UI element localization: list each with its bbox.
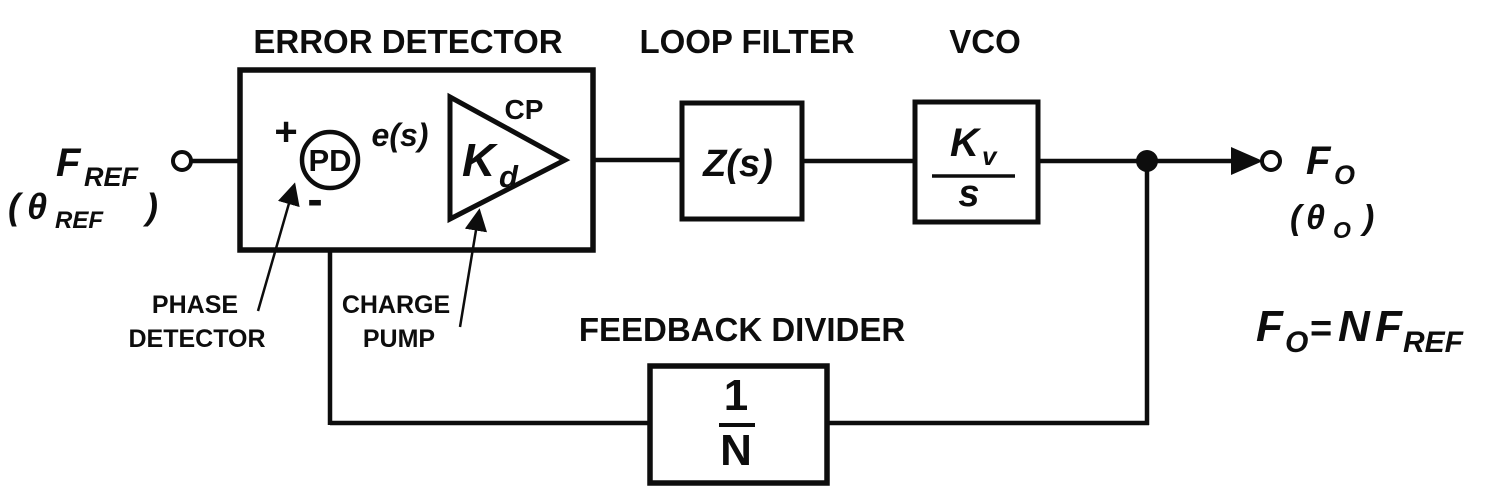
input-signal-label: F (56, 141, 82, 185)
input-phase-symbol: θ (27, 186, 47, 227)
kv-gain-subscript: v (982, 141, 998, 171)
loop-filter-box (679, 100, 805, 222)
input-phase-paren-open: ( (8, 186, 24, 227)
input-phase-subscript: REF (55, 207, 104, 234)
zs-label: Z(s) (702, 143, 773, 185)
title-vco: VCO (949, 23, 1021, 60)
equation-lhs-subscript: O (1285, 326, 1308, 359)
output-phase-subscript: O (1333, 217, 1351, 243)
phase-detector-pointer-arrow (256, 182, 300, 312)
vco-denominator: s (958, 173, 979, 215)
input-phase-paren-close: ) (142, 186, 158, 227)
minus-sign: - (307, 173, 322, 225)
output-node-dot (1136, 150, 1158, 172)
input-signal-subscript: REF (84, 162, 140, 192)
equation-multiplier: N (1338, 302, 1371, 351)
equation-equals: = (1310, 308, 1332, 350)
output-phase-symbol: θ (1306, 199, 1325, 237)
callout-charge-pump-line1: CHARGE (342, 291, 450, 319)
output-signal-label: F (1306, 139, 1332, 183)
equation: F O = N F REF (1256, 302, 1464, 359)
title-loop-filter: LOOP FILTER (639, 23, 854, 60)
output-signal-subscript: O (1334, 160, 1355, 190)
charge-pump-pointer-arrow (458, 208, 488, 328)
callout-charge-pump-line2: PUMP (363, 325, 435, 353)
equation-rhs-subscript: REF (1403, 326, 1464, 359)
phase-detector-circle (299, 129, 361, 191)
error-signal-label: e(s) (372, 117, 429, 153)
kv-gain-label: K (950, 121, 982, 165)
output-terminal (1260, 150, 1282, 172)
kd-gain-label: K (462, 134, 498, 186)
title-feedback-divider: FEEDBACK DIVIDER (579, 311, 906, 348)
callout-phase-detector-line2: DETECTOR (128, 325, 265, 353)
output-phase-paren-close: ) (1360, 199, 1374, 237)
cp-label: CP (505, 94, 544, 125)
title-error-detector: ERROR DETECTOR (253, 23, 562, 60)
equation-lhs: F (1256, 302, 1284, 351)
callout-phase-detector-line1: PHASE (152, 291, 238, 319)
output-arrowhead-icon (1231, 147, 1263, 175)
pd-label: PD (308, 143, 351, 178)
vco-box (912, 99, 1041, 225)
output-phase-paren-open: ( (1290, 199, 1305, 237)
charge-pump-triangle (447, 92, 571, 224)
kd-gain-subscript: d (499, 159, 519, 194)
input-terminal (171, 150, 193, 172)
plus-sign: + (274, 110, 297, 154)
divider-denominator: N (720, 426, 752, 475)
equation-rhs: F (1375, 302, 1403, 351)
divider-numerator: 1 (724, 371, 748, 420)
